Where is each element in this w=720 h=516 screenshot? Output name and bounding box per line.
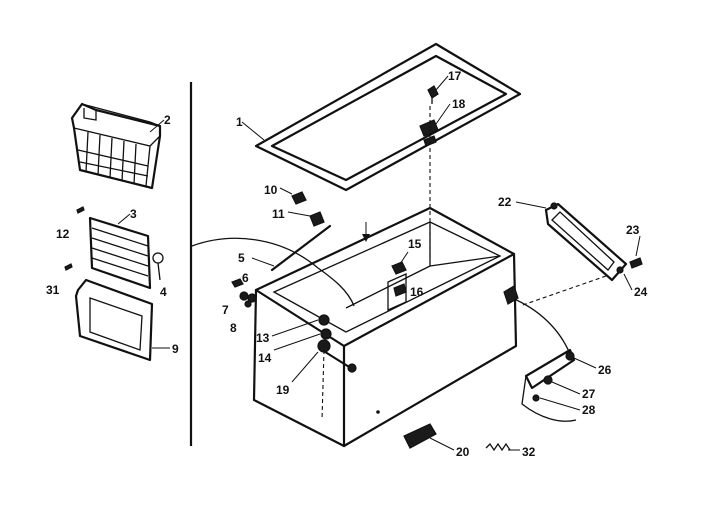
label-22: 22 [498,195,512,209]
label-1: 1 [236,115,243,129]
label-26: 26 [598,363,612,377]
label-5: 5 [238,251,245,265]
part-10 [291,191,307,205]
label-19: 19 [276,383,290,397]
leader-lines [117,75,641,451]
label-23: 23 [626,223,640,237]
cabinet-side-bracket [503,285,519,305]
part-6 [231,278,244,288]
part-15 [391,261,407,275]
label-7: 7 [222,303,229,317]
part-16 [387,272,407,312]
label-15: 15 [408,237,422,251]
spring-part-32 [485,442,511,452]
label-16: 16 [410,285,424,299]
label-27: 27 [582,387,596,401]
part-14 [320,328,332,340]
screw-31-part [64,263,73,271]
knob-part [152,252,164,281]
label-3: 3 [130,207,137,221]
hinge-screw-17-part [427,85,439,104]
cord-assembly-part [511,297,577,422]
label-2: 2 [164,113,171,127]
label-31: 31 [46,283,60,297]
label-24: 24 [634,285,648,299]
part-13 [318,314,330,326]
label-20: 20 [456,445,470,459]
cabinet-body-part [252,206,518,448]
label-6: 6 [242,271,249,285]
basket-part [70,102,162,190]
label-10: 10 [264,183,278,197]
screw-part-23 [629,257,643,269]
part-11 [309,211,325,227]
lid-gasket-part [254,42,522,192]
label-17: 17 [448,69,462,83]
label-9: 9 [172,342,179,356]
label-12: 12 [56,227,70,241]
label-14: 14 [258,351,272,365]
part-7-8 [239,291,257,308]
tray-frame-part [74,278,154,362]
label-13: 13 [256,331,270,345]
label-11: 11 [272,207,285,221]
label-4: 4 [160,285,167,299]
label-32: 32 [522,445,536,459]
label-8: 8 [230,321,237,335]
divider-plate-part [88,216,152,290]
label-18: 18 [452,97,466,111]
label-28: 28 [582,403,596,417]
access-panel-part-22 [544,202,628,282]
screw-12-part [76,206,85,214]
handle-part-20 [403,423,437,449]
